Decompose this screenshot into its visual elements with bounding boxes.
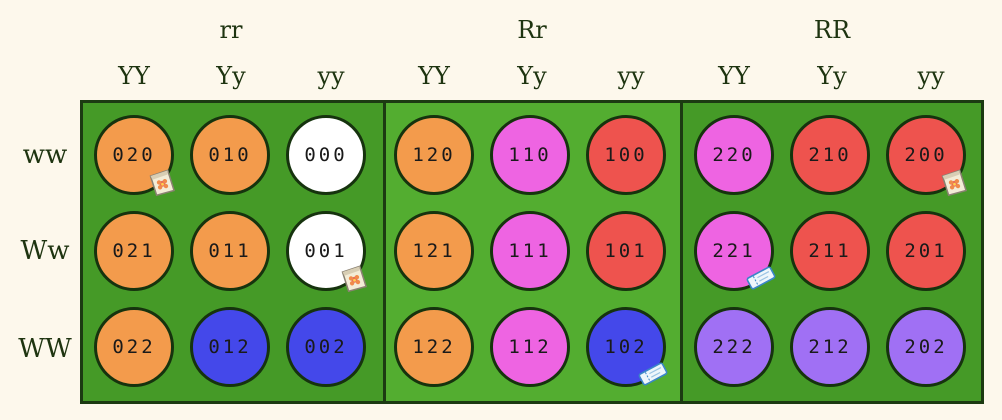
genotype-code: 202 [904, 336, 948, 358]
flower-cell-122: 122 [394, 307, 474, 387]
flower-cell-112: 112 [490, 307, 570, 387]
flower-cell-022: 022 [94, 307, 174, 387]
sub-header: Yy [216, 62, 246, 90]
genotype-code: 111 [508, 240, 552, 262]
flower-cell-210: 210 [790, 115, 870, 195]
sub-header: yy [317, 62, 345, 90]
flower-cell-111: 111 [490, 211, 570, 291]
genotype-code: 122 [412, 336, 456, 358]
genotype-code: 112 [508, 336, 552, 358]
flower-cell-011: 011 [190, 211, 270, 291]
genotype-code: 102 [604, 336, 648, 358]
genotype-code: 210 [808, 144, 852, 166]
flower-cell-201: 201 [886, 211, 966, 291]
flower-cell-012: 012 [190, 307, 270, 387]
genotype-code: 201 [904, 240, 948, 262]
genotype-code: 220 [712, 144, 756, 166]
flower-cell-120: 120 [394, 115, 474, 195]
sub-header: YY [418, 62, 450, 90]
group-header-rr: rr [219, 16, 243, 44]
ticket-icon [638, 362, 668, 386]
group-header-Rr: Rr [517, 16, 547, 44]
group-header-RR: RR [813, 16, 851, 44]
genotype-code: 010 [208, 144, 252, 166]
genotype-code: 020 [112, 144, 156, 166]
genotype-code: 211 [808, 240, 852, 262]
genotype-code: 012 [208, 336, 252, 358]
sub-header: yy [917, 62, 945, 90]
genotype-code: 222 [712, 336, 756, 358]
genotype-code: 121 [412, 240, 456, 262]
sub-header: YY [718, 62, 750, 90]
flower-cell-100: 100 [586, 115, 666, 195]
flower-cell-021: 021 [94, 211, 174, 291]
row-header-ww: ww [22, 140, 68, 170]
genotype-code: 001 [304, 240, 348, 262]
genotype-code: 021 [112, 240, 156, 262]
sub-header: Yy [817, 62, 847, 90]
sub-header: Yy [517, 62, 547, 90]
flower-cell-220: 220 [694, 115, 774, 195]
row-header-WW: WW [18, 334, 72, 364]
row-header-Ww: Ww [20, 236, 70, 266]
sub-header: yy [617, 62, 645, 90]
genotype-code: 120 [412, 144, 456, 166]
flower-cell-110: 110 [490, 115, 570, 195]
flower-cell-121: 121 [394, 211, 474, 291]
flower-cell-010: 010 [190, 115, 270, 195]
genotype-code: 101 [604, 240, 648, 262]
flower-cell-101: 101 [586, 211, 666, 291]
genotype-code: 200 [904, 144, 948, 166]
seed-bag-icon [941, 169, 967, 197]
ticket-icon [746, 266, 776, 290]
seed-bag-icon [149, 169, 175, 197]
genotype-code: 110 [508, 144, 552, 166]
sub-header: YY [118, 62, 150, 90]
genotype-code: 000 [304, 144, 348, 166]
flower-cell-211: 211 [790, 211, 870, 291]
seed-bag-icon [341, 265, 367, 293]
genotype-code: 002 [304, 336, 348, 358]
genotype-code: 221 [712, 240, 756, 262]
genotype-code: 100 [604, 144, 648, 166]
genotype-code: 011 [208, 240, 252, 262]
genotype-grid: 020 010 000 120 110 100 220 210 200 021 011 001 121 1… [80, 100, 984, 404]
genotype-code: 022 [112, 336, 156, 358]
flower-cell-002: 002 [286, 307, 366, 387]
flower-cell-000: 000 [286, 115, 366, 195]
flower-cell-222: 222 [694, 307, 774, 387]
genotype-code: 212 [808, 336, 852, 358]
flower-cell-212: 212 [790, 307, 870, 387]
flower-cell-202: 202 [886, 307, 966, 387]
